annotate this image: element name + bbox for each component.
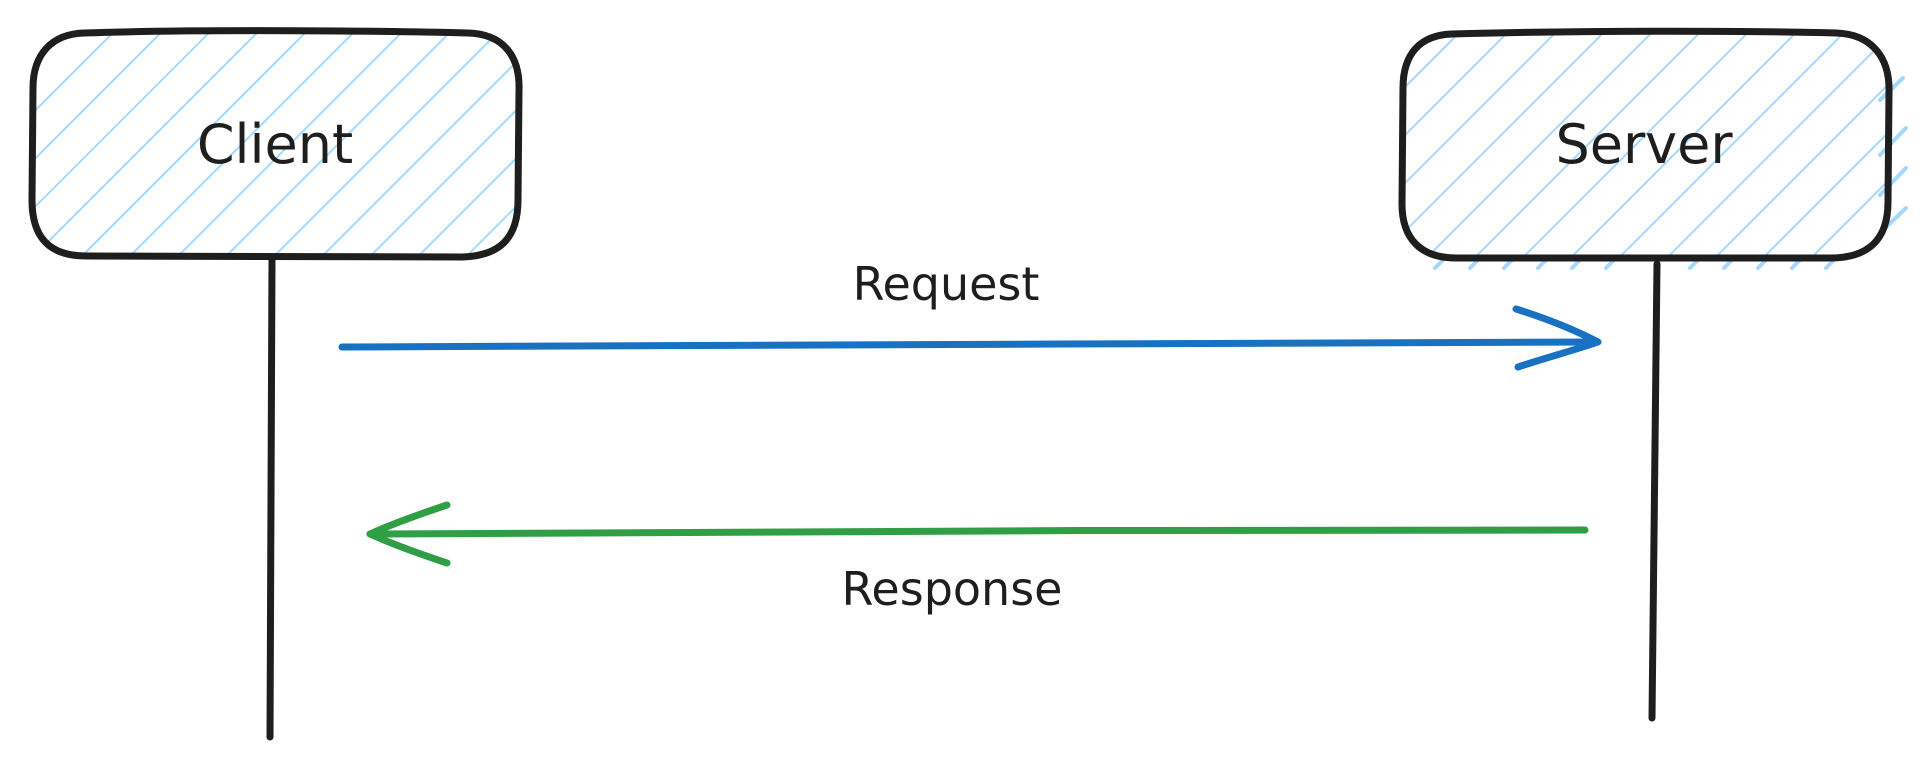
server-lifeline [1648, 260, 1661, 722]
client-label: Client [197, 113, 353, 176]
client-box-fill [32, 32, 518, 256]
message-response[interactable]: Response [366, 501, 1589, 616]
response-arrowhead-icon [366, 501, 451, 567]
server-box-border [1398, 27, 1893, 262]
request-arrow-shaft [338, 338, 1601, 351]
server-label: Server [1555, 113, 1733, 176]
participant-server[interactable]: Server [1398, 27, 1908, 270]
client-lifeline [266, 254, 276, 741]
client-box-border [28, 27, 523, 261]
response-label: Response [842, 562, 1063, 616]
request-label: Request [853, 257, 1040, 311]
response-arrow-shaft [366, 526, 1589, 538]
message-request[interactable]: Request [338, 257, 1602, 371]
participant-client[interactable]: Client [28, 27, 523, 261]
request-arrowhead-icon [1512, 305, 1602, 371]
server-box-fill [1402, 34, 1888, 258]
